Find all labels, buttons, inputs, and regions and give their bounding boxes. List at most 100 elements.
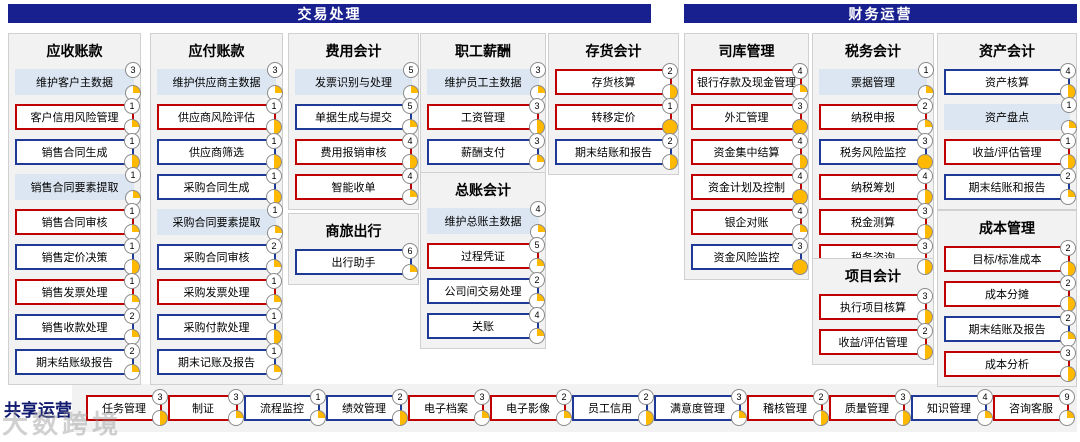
process-item-label: 费用报销审核 (320, 147, 387, 159)
count-badge: 1 (125, 167, 141, 183)
count-badge: 1 (267, 202, 283, 218)
process-item: 采购付款处理 1 (157, 308, 282, 345)
count-badge: 3 (1060, 345, 1076, 361)
count-badge: 3 (917, 133, 933, 149)
count-badge: 3 (731, 389, 747, 405)
count-badge: 3 (125, 62, 141, 78)
progress-pie-icon (529, 328, 545, 344)
progress-pie-icon (917, 344, 933, 360)
process-item-label: 期末记账及报告 (178, 357, 255, 369)
progress-pie-icon (402, 264, 418, 280)
group-title: 税务会计 (845, 43, 901, 59)
process-item-label: 客户信用风险管理 (30, 112, 119, 124)
count-badge: 1 (124, 133, 140, 149)
process-item: 满意度管理 3 (654, 389, 747, 426)
process-item-label: 采购付款处理 (183, 322, 250, 334)
count-badge: 1 (266, 133, 282, 149)
progress-pie-icon (124, 364, 140, 380)
process-item-label: 银行存款及现金管理 (697, 77, 796, 89)
count-badge: 2 (917, 98, 933, 114)
count-badge: 3 (474, 389, 490, 405)
process-item-label: 质量管理 (845, 403, 889, 415)
count-badge: 3 (792, 98, 808, 114)
process-item-label: 满意度管理 (670, 403, 725, 415)
progress-pie-icon (1060, 366, 1076, 382)
process-item-label: 出行助手 (331, 257, 376, 269)
group-title: 项目会计 (845, 268, 901, 284)
process-item-label: 外汇管理 (724, 112, 769, 124)
process-item-label: 智能收单 (331, 182, 376, 194)
count-badge: 4 (402, 133, 418, 149)
count-badge: 1 (266, 308, 282, 324)
count-badge: 1 (124, 238, 140, 254)
count-badge: 2 (638, 389, 654, 405)
group-title: 商旅出行 (325, 223, 382, 239)
count-badge: 2 (662, 133, 678, 149)
process-item-label: 资金风险监控 (713, 252, 780, 264)
count-badge: 1 (124, 273, 140, 289)
count-badge: 4 (977, 389, 993, 405)
count-badge: 3 (530, 62, 546, 78)
count-badge: 1 (662, 98, 678, 114)
count-badge: 3 (917, 203, 933, 219)
progress-pie-icon (1059, 410, 1075, 426)
process-item-label: 采购合同要素提取 (172, 217, 261, 229)
process-item-label: 成本分摊 (985, 289, 1029, 301)
count-badge: 4 (792, 168, 808, 184)
count-badge: 2 (1060, 310, 1076, 326)
process-item-label: 过程凭证 (461, 251, 505, 263)
process-item-label: 单据生成与提交 (315, 112, 392, 124)
process-item-label: 任务管理 (102, 403, 146, 415)
progress-pie-icon (392, 410, 408, 426)
group-title: 应收账款 (46, 43, 103, 59)
process-item-label: 期末结账及报告 (968, 324, 1046, 336)
progress-pie-icon (662, 154, 678, 170)
process-item-label: 发票识别与处理 (315, 77, 392, 89)
count-badge: 5 (403, 62, 419, 78)
group-items: 票据管理1纳税申报2税务风险监控3纳税筹划4税金测算3税务咨询3 (819, 62, 934, 275)
progress-pie-icon (529, 154, 545, 170)
progress-pie-icon (895, 410, 911, 426)
process-item-label: 维护总账主数据 (444, 216, 522, 228)
count-badge: 5 (402, 98, 418, 114)
process-item-label: 稽核管理 (763, 403, 807, 415)
process-item-label: 票据管理 (851, 77, 895, 89)
progress-pie-icon (917, 259, 933, 275)
progress-pie-icon (228, 410, 244, 426)
progress-pie-icon (310, 410, 326, 426)
count-badge: 4 (1060, 63, 1076, 79)
process-item-label: 目标/标准成本 (972, 254, 1042, 266)
